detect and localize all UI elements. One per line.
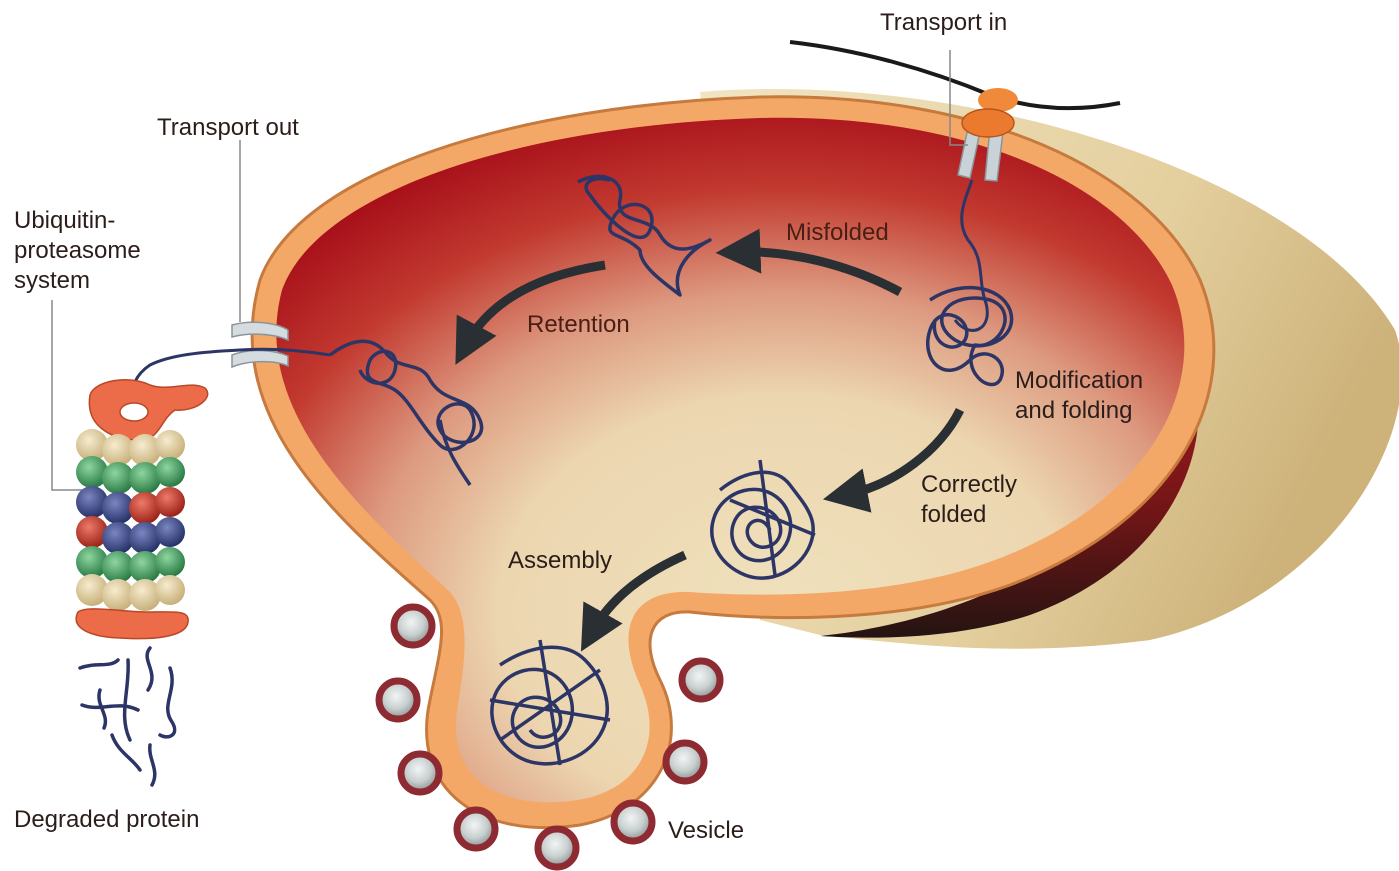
label-degraded-protein: Degraded protein [14, 806, 199, 833]
label-modification-line2: and folding [1015, 397, 1132, 424]
label-retention: Retention [527, 311, 630, 338]
label-correctly-line1: Correctly [921, 471, 1017, 498]
label-ubiquitin-line1: Ubiquitin- [14, 207, 115, 234]
label-misfolded: Misfolded [786, 219, 889, 246]
degraded-protein-fragments [80, 648, 175, 785]
label-correctly-line2: folded [921, 501, 986, 528]
label-ubiquitin-line3: system [14, 267, 90, 294]
label-vesicle: Vesicle [668, 817, 744, 844]
label-transport-in: Transport in [880, 9, 1007, 36]
proteasome [76, 380, 208, 639]
label-assembly: Assembly [508, 547, 612, 574]
label-modification-line1: Modification [1015, 367, 1143, 394]
label-transport-out: Transport out [157, 114, 299, 141]
label-ubiquitin-line2: proteasome [14, 237, 141, 264]
